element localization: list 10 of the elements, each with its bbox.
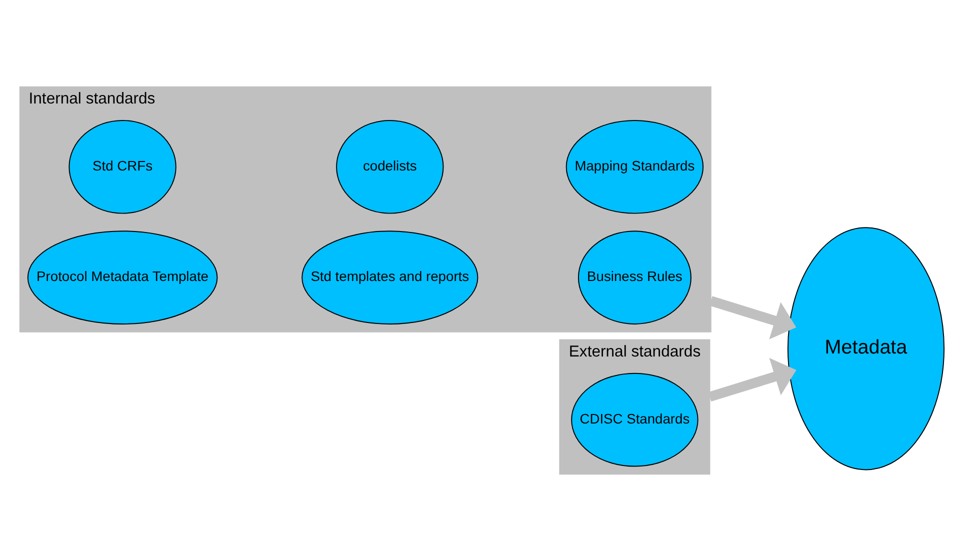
arrow bbox=[708, 357, 796, 402]
node-ellipse: Std CRFs bbox=[68, 119, 176, 214]
node-ellipse: CDISC Standards bbox=[571, 372, 698, 466]
node-ellipse: Std templates and reports bbox=[302, 230, 478, 324]
node-ellipse: Metadata bbox=[787, 226, 945, 470]
node-ellipse: Mapping Standards bbox=[566, 119, 704, 214]
node-ellipse: codelists bbox=[336, 119, 444, 214]
node-ellipse: Business Rules bbox=[578, 230, 692, 324]
node-ellipse: Protocol Metadata Template bbox=[27, 230, 218, 324]
arrow bbox=[709, 296, 796, 339]
